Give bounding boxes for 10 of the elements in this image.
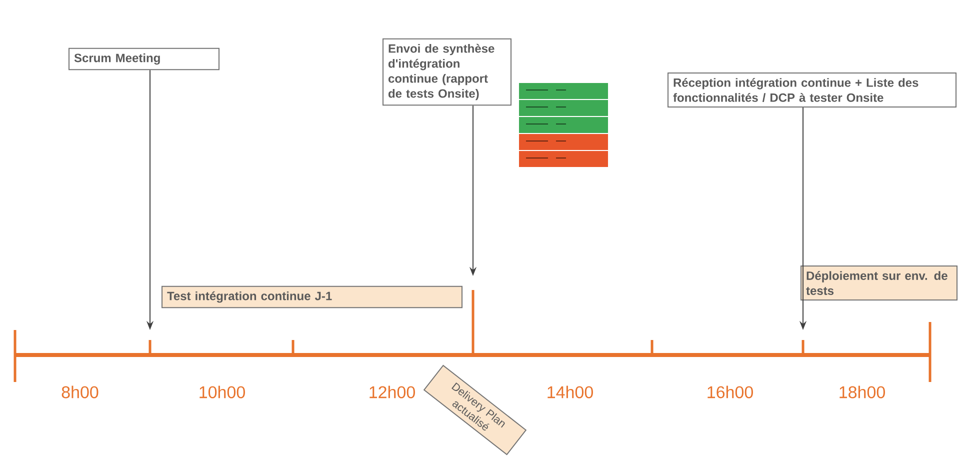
time-label: 10h00 — [200, 386, 245, 398]
time-label: 8h00 — [62, 386, 98, 398]
process-box: Envoi de synthèse d'intégration continue (rapport de tests Onsite) — [382, 38, 512, 106]
time-label: 14h00 — [548, 386, 593, 398]
process-box: Scrum Meeting — [68, 48, 220, 70]
time-label: 18h00 — [840, 386, 885, 398]
phase-box: Test intégration continue J-1 — [162, 286, 462, 308]
phase-box: Déploiement sur env. de tests — [800, 266, 958, 300]
time-label: 16h00 — [708, 386, 753, 398]
process-box: Réception intégration continue + Liste des fonctionnalités / DCP à tester Onsite — [668, 72, 956, 108]
